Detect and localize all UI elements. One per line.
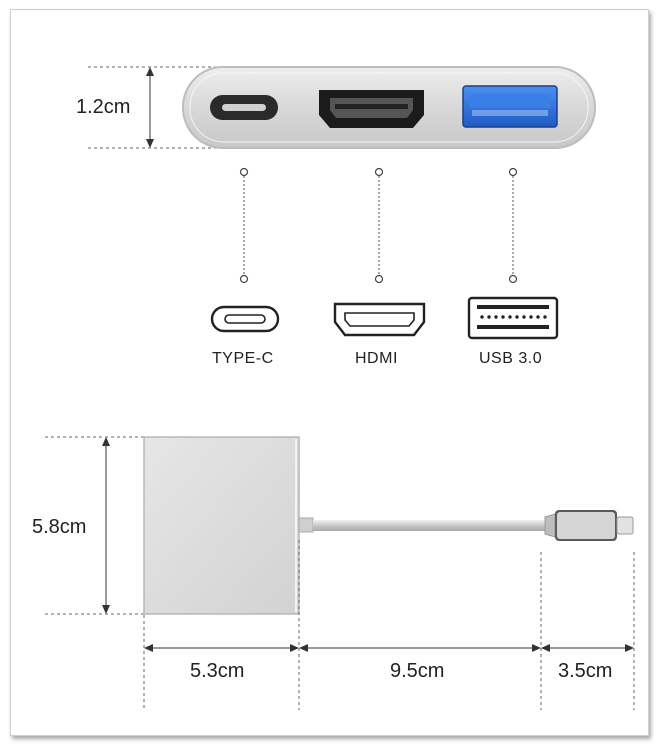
- cable-length-label: 9.5cm: [390, 660, 445, 682]
- usb-3-outline-icon: [467, 296, 559, 340]
- hdmi-label: HDMI: [355, 350, 398, 367]
- body-width-label: 5.3cm: [190, 660, 245, 682]
- type-c-outline-icon: [210, 305, 280, 333]
- type-c-connector: [544, 510, 634, 541]
- width-dimensions: [143, 540, 635, 710]
- hdmi-port-icon: [319, 90, 424, 128]
- hdmi-outline-icon: [333, 302, 426, 337]
- leader-line-usb-c: [239, 167, 249, 284]
- height-label-side: 5.8cm: [32, 516, 87, 538]
- usb-c-port-icon: [210, 95, 278, 120]
- connector-length-label: 3.5cm: [558, 660, 613, 682]
- usb-a-port-icon: [462, 85, 558, 128]
- leader-line-usb-a: [508, 167, 518, 284]
- leader-line-hdmi: [374, 167, 384, 284]
- height-dimension-side: [45, 436, 145, 615]
- usb-3-label: USB 3.0: [479, 350, 543, 367]
- adapter-side-body: [143, 436, 300, 615]
- type-c-label: TYPE-C: [212, 350, 274, 367]
- height-label-top: 1.2cm: [76, 96, 131, 118]
- cable: [298, 517, 545, 533]
